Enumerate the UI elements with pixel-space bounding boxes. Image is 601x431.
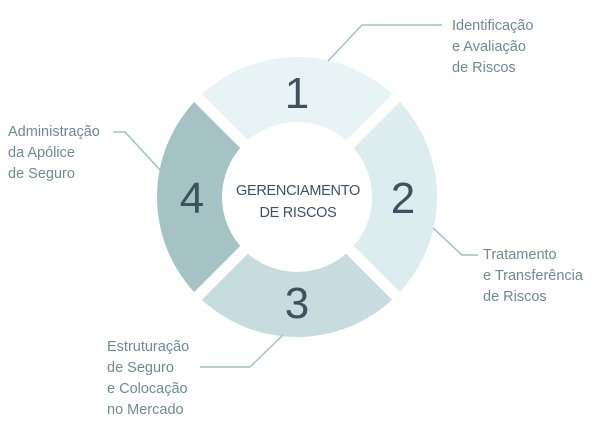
ring-segment-3 — [198, 250, 396, 337]
step-label-2: Tratamento e Transferência de Riscos — [483, 247, 583, 305]
center-title-line2: DE RISCOS — [259, 205, 336, 221]
leader-line-2 — [432, 227, 478, 256]
ring-segment-4 — [157, 98, 244, 296]
step-number-4: 4 — [180, 174, 204, 223]
ring-segment-2 — [350, 98, 437, 296]
step-label-1: Identificação e Avaliação de Riscos — [452, 18, 534, 76]
leader-line-1 — [327, 24, 442, 62]
leader-line-4 — [113, 131, 162, 172]
step-number-1: 1 — [285, 69, 309, 118]
step-label-3: Estruturação de Seguro e Colocação no Me… — [107, 339, 190, 418]
leader-line-3 — [200, 334, 284, 368]
step-label-4: Administração da Apólice de Seguro — [8, 124, 100, 182]
step-number-2: 2 — [391, 174, 415, 223]
center-title-line1: GERENCIAMENTO — [236, 183, 360, 199]
segment-gap — [183, 83, 411, 311]
ring-segment-1 — [198, 56, 396, 144]
step-number-3: 3 — [285, 279, 309, 328]
